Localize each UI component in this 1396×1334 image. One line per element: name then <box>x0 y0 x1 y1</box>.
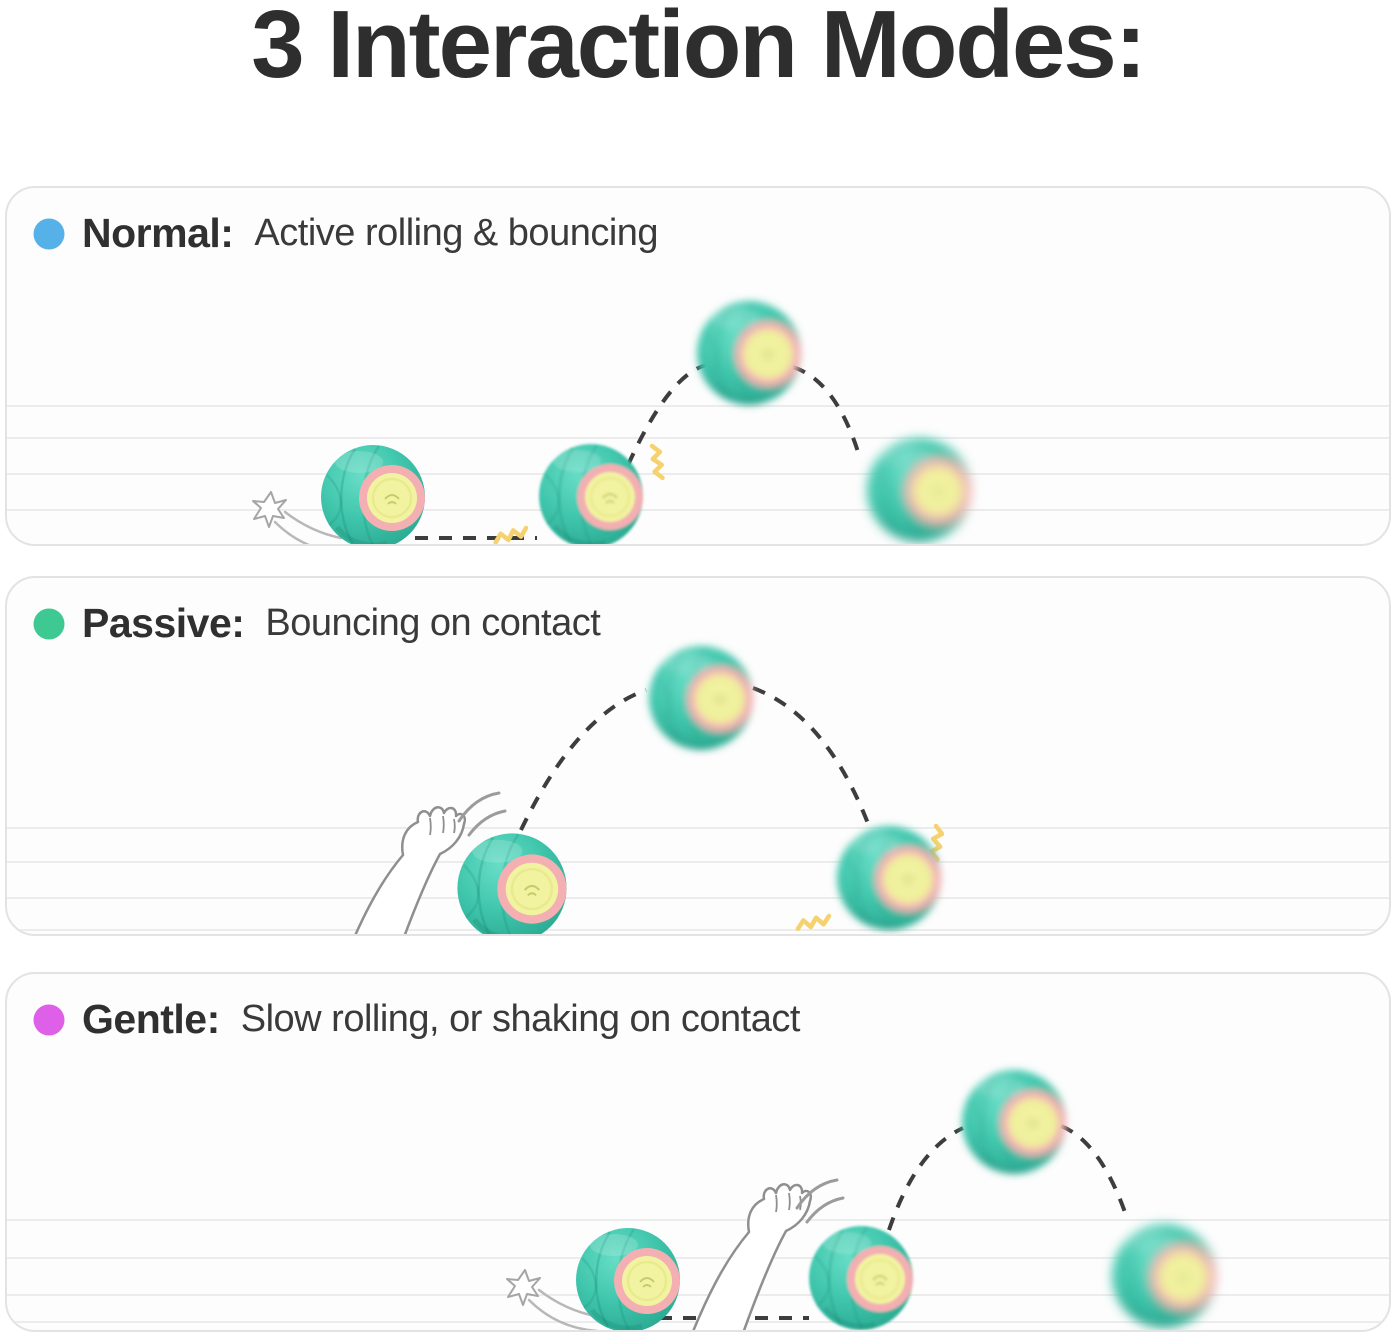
trajectory-arc <box>887 1126 964 1231</box>
passive-mode-illustration <box>7 578 1389 934</box>
trajectory-arc <box>752 686 871 827</box>
floor-lines <box>7 827 1389 931</box>
trajectory-arc <box>792 365 861 456</box>
mode-label: Gentle: <box>82 996 220 1042</box>
mode-description: Bouncing on contact <box>265 602 601 644</box>
mode-panel-normal: Normal: Active rolling & bouncing <box>5 186 1391 546</box>
mode-dot <box>33 1004 65 1035</box>
mode-label: Passive: <box>82 600 245 646</box>
mode-description: Active rolling & bouncing <box>254 212 659 254</box>
impact-squiggle-icon <box>494 527 528 543</box>
impact-squiggle-icon <box>797 915 831 930</box>
ball-icon <box>539 444 643 544</box>
ball-icon <box>697 301 801 405</box>
ball-icon <box>962 1070 1066 1174</box>
normal-mode-illustration <box>7 188 1389 544</box>
mode-header: Gentle: Slow rolling, or shaking on cont… <box>33 996 800 1043</box>
ball-icon <box>321 445 425 544</box>
trajectory-arc <box>1060 1124 1129 1219</box>
mode-dot-icon <box>33 218 65 249</box>
mode-label: Normal: <box>82 210 234 256</box>
ball-icon <box>867 438 971 542</box>
ball-icon <box>837 826 941 930</box>
mode-dot <box>33 608 65 639</box>
ball-icon <box>1112 1224 1216 1328</box>
mode-dot <box>33 218 65 249</box>
page-title: 3 Interaction Modes: <box>251 0 1146 98</box>
mode-description: Slow rolling, or shaking on contact <box>240 998 801 1040</box>
ball-icon <box>457 833 566 934</box>
floor-lines <box>7 405 1389 511</box>
gentle-mode-illustration <box>7 974 1389 1330</box>
mode-header: Passive: Bouncing on contact <box>33 600 601 647</box>
ball-icon <box>809 1226 913 1330</box>
mode-header: Normal: Active rolling & bouncing <box>33 210 659 257</box>
mode-panel-passive: Passive: Bouncing on contact <box>5 576 1391 936</box>
trajectory-arc <box>626 363 707 466</box>
mode-dot-icon <box>33 1004 65 1035</box>
trajectory-arc <box>519 688 647 831</box>
paw-icon <box>331 806 467 934</box>
ball-icon <box>576 1228 680 1330</box>
ball-icon <box>649 646 753 750</box>
mode-dot-icon <box>33 608 65 639</box>
mode-panel-gentle: Gentle: Slow rolling, or shaking on cont… <box>5 972 1391 1332</box>
